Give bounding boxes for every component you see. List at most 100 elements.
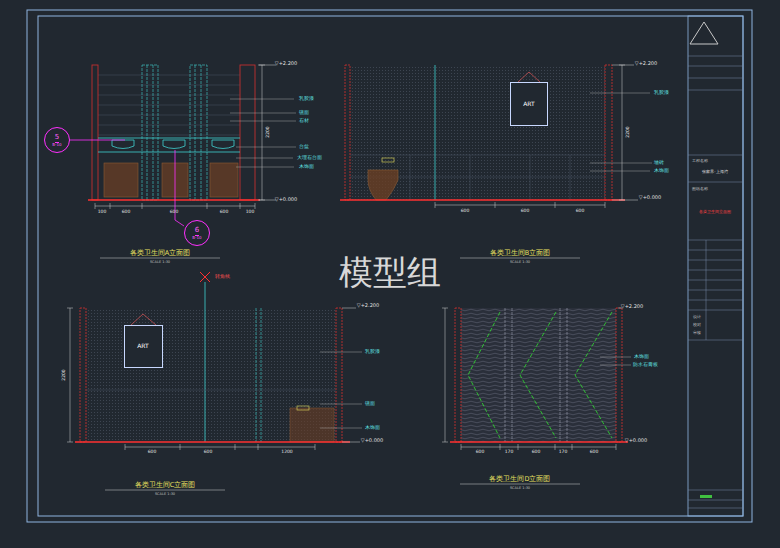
sheet-ref: B-10 — [192, 236, 201, 240]
drawing-line — [195, 65, 196, 200]
annotation-text: 乳胶漆 — [299, 97, 314, 102]
annotation-text: SCALE 1:30 — [155, 493, 175, 497]
sheet-frame — [27, 10, 752, 522]
annotation-text: ▽+2.200 — [635, 61, 657, 66]
drawing-line — [236, 147, 296, 148]
elevation-c — [67, 272, 362, 490]
drawing-line — [688, 270, 743, 271]
drawing-line — [153, 65, 154, 200]
drawing-line — [435, 65, 436, 200]
annotation-text: 600 — [148, 450, 157, 455]
drawing-line — [442, 308, 622, 484]
annotation-text: 木饰面 — [299, 165, 314, 170]
drawing-line — [688, 508, 743, 509]
drawing-line — [567, 308, 568, 442]
drawing-line — [382, 158, 394, 162]
annotation-text: 600 — [204, 450, 213, 455]
annotation-text: 各类卫生间D立面图 — [489, 476, 550, 483]
drawing-line — [100, 258, 220, 259]
annotation-text: ▽+0.000 — [639, 195, 661, 200]
drawing-line — [350, 155, 605, 156]
annotation-text: 图纸名称 — [692, 188, 708, 192]
annotation-text: 600 — [122, 210, 131, 215]
drawing-line — [688, 490, 743, 491]
annotation-text: 校对 — [693, 324, 701, 328]
drawing-line — [230, 99, 294, 100]
drawing-line — [112, 140, 134, 149]
drawing-line — [461, 308, 616, 442]
drawing-line — [180, 444, 181, 450]
drawing-line — [95, 203, 96, 209]
drawing-line — [700, 495, 712, 498]
drawing-line — [320, 352, 362, 428]
drawing-line — [110, 203, 111, 209]
elevation-d — [442, 308, 631, 484]
annotation-text: 木饰面 — [365, 426, 380, 431]
elevation-a — [70, 65, 296, 258]
annotation-text: 2200 — [266, 126, 271, 137]
drawing-line — [345, 65, 350, 200]
title-block — [688, 22, 743, 508]
annotation-text: ▽+0.000 — [625, 438, 647, 443]
drawing-line — [530, 155, 531, 200]
drawing-line — [105, 490, 225, 491]
drawing-line — [80, 308, 86, 442]
drawing-line — [67, 442, 73, 443]
drawing-line — [98, 75, 240, 76]
annotation-text: SCALE 1:30 — [510, 487, 530, 491]
drawing-line — [590, 93, 650, 94]
drawing-line — [690, 22, 718, 44]
drawing-line — [435, 202, 436, 208]
drawing-line — [500, 444, 501, 450]
drawing-line — [70, 308, 71, 442]
drawing-line — [262, 65, 263, 200]
drawing-line — [468, 312, 500, 438]
drawing-line — [320, 404, 362, 405]
drawing-line — [98, 105, 240, 106]
drawing-line — [235, 444, 236, 450]
drawing-line — [240, 65, 255, 200]
drawing-line — [67, 308, 360, 490]
drawing-line — [98, 115, 240, 116]
drawing-line — [320, 352, 362, 353]
drawing-line — [622, 65, 623, 200]
drawing-line — [461, 308, 616, 442]
annotation-text: 石材 — [299, 119, 309, 124]
drawing-line — [688, 182, 743, 183]
drawing-line — [616, 444, 617, 450]
drawing-line — [240, 203, 241, 209]
drawing-line — [455, 308, 622, 442]
drawing-line — [688, 16, 743, 516]
drawing-line — [512, 308, 513, 442]
drawing-line — [616, 308, 622, 442]
drawing-line — [98, 85, 240, 86]
drawing-line — [104, 163, 238, 197]
drawing-line — [572, 444, 573, 450]
drawing-line — [468, 312, 612, 438]
elevation-b — [340, 65, 652, 258]
annotation-text: 乳胶漆 — [365, 350, 380, 355]
annotation-text: 审核 — [693, 332, 701, 336]
drawing-line — [555, 444, 556, 450]
drawing-line — [210, 163, 238, 197]
drawing-line — [445, 308, 446, 442]
drawing-line — [555, 202, 556, 208]
drawing-line — [297, 406, 309, 410]
drawing-line — [320, 428, 362, 429]
drawing-line — [258, 200, 276, 201]
drawing-line — [125, 447, 315, 448]
annotation-text: 2200 — [626, 126, 631, 137]
drawing-line — [98, 138, 240, 139]
drawing-line — [86, 390, 336, 391]
drawing-line — [461, 447, 616, 448]
drawing-line — [435, 65, 638, 258]
drawing-line — [560, 308, 561, 442]
drawing-line — [688, 78, 743, 79]
drawing-line — [98, 135, 240, 136]
art-frame: ART — [124, 325, 163, 368]
drawing-line — [368, 170, 398, 200]
annotation-text: SCALE 1:30 — [150, 261, 170, 265]
drawing-line — [590, 163, 652, 164]
drawing-line — [461, 444, 462, 450]
